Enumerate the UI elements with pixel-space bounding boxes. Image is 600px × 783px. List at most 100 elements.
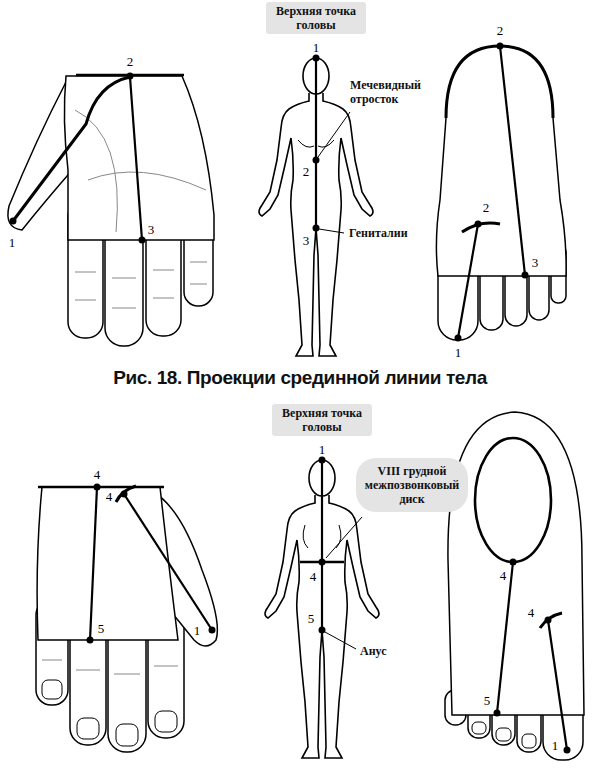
point bbox=[564, 747, 571, 754]
callout-number: 2 bbox=[127, 54, 134, 69]
figure-caption: Рис. 18. Проекции срединной линии тела bbox=[113, 367, 487, 389]
callout-number: 3 bbox=[532, 255, 539, 270]
label-box: Верхняя точка головы bbox=[266, 2, 366, 34]
nail bbox=[496, 728, 511, 741]
projection-line bbox=[458, 224, 478, 338]
nail bbox=[472, 722, 486, 734]
points bbox=[313, 55, 320, 232]
point bbox=[319, 457, 326, 464]
point bbox=[313, 55, 320, 62]
nails bbox=[472, 722, 536, 748]
median-projection bbox=[475, 438, 567, 750]
callout-number: 1 bbox=[194, 623, 201, 638]
projection-line bbox=[315, 58, 317, 228]
projection-line bbox=[321, 460, 323, 630]
callout-number: 1 bbox=[9, 235, 16, 250]
nail bbox=[42, 680, 62, 699]
median-projection bbox=[316, 58, 350, 233]
callout-number: 3 bbox=[303, 233, 310, 248]
point bbox=[313, 157, 320, 164]
points bbox=[10, 73, 146, 244]
skin-creases bbox=[75, 110, 207, 308]
points bbox=[87, 484, 216, 644]
median-projection bbox=[38, 486, 212, 640]
box-text: Верхняя точка головы bbox=[278, 406, 366, 434]
foot-top bbox=[445, 412, 584, 760]
point bbox=[313, 225, 320, 232]
anatomical-label: Гениталии bbox=[349, 226, 408, 240]
callout-number: 5 bbox=[98, 621, 105, 636]
callout-number: 4 bbox=[528, 605, 535, 620]
nails bbox=[42, 660, 178, 746]
label-box: Верхняя точка головы bbox=[272, 404, 372, 436]
callout-number: 4 bbox=[106, 489, 113, 504]
median-projection bbox=[13, 75, 184, 240]
leader-line bbox=[318, 112, 350, 157]
leader-line bbox=[325, 632, 356, 649]
projection-line bbox=[497, 562, 513, 713]
nail bbox=[522, 734, 536, 748]
body-half bbox=[265, 495, 322, 758]
body-half bbox=[259, 93, 316, 356]
projection-line bbox=[13, 77, 130, 221]
callout-number: 4 bbox=[94, 467, 101, 482]
box-text: VIII грудной межпозвонковый диск bbox=[364, 464, 460, 506]
point bbox=[497, 43, 504, 50]
callout-number: 4 bbox=[500, 568, 507, 583]
callout-number: 2 bbox=[497, 23, 504, 38]
point bbox=[522, 272, 529, 279]
heel-arc bbox=[446, 46, 553, 118]
back-hand bbox=[36, 487, 217, 752]
palm-crease bbox=[88, 172, 206, 190]
median-projection bbox=[300, 460, 362, 649]
callout-cloud: VIII грудной межпозвонковый диск bbox=[356, 458, 468, 512]
thumb-arc bbox=[116, 486, 136, 502]
ankle-oval bbox=[475, 438, 551, 562]
palm bbox=[64, 76, 214, 240]
point bbox=[127, 73, 134, 80]
point bbox=[121, 491, 128, 498]
points bbox=[319, 457, 326, 634]
callout-number: 4 bbox=[310, 569, 317, 584]
point bbox=[510, 559, 517, 566]
point bbox=[94, 484, 101, 491]
finger-crease bbox=[75, 262, 207, 308]
points bbox=[455, 43, 529, 342]
leader-line bbox=[319, 229, 344, 233]
point bbox=[209, 627, 216, 634]
box-text: Верхняя точка головы bbox=[272, 4, 360, 32]
callout-number: 5 bbox=[484, 693, 491, 708]
knuckle-crease bbox=[42, 660, 178, 674]
hand-back bbox=[37, 487, 178, 640]
leader-line bbox=[326, 517, 362, 558]
foot-dorsum bbox=[448, 412, 584, 715]
projection-line bbox=[124, 494, 212, 630]
wrist-line bbox=[38, 486, 164, 489]
callout-number: 1 bbox=[552, 738, 559, 753]
callout-number: 5 bbox=[308, 611, 315, 626]
body-half bbox=[316, 93, 373, 356]
point bbox=[319, 627, 326, 634]
nail bbox=[155, 711, 177, 732]
callout-number: 2 bbox=[303, 164, 310, 179]
callout-number: 2 bbox=[483, 200, 490, 215]
anatomical-label: Мечевидный отросток bbox=[350, 78, 434, 106]
projection-line bbox=[130, 77, 142, 240]
callout-number: 1 bbox=[313, 40, 320, 55]
point bbox=[455, 335, 462, 342]
foot-sole bbox=[436, 46, 566, 340]
median-projection bbox=[446, 46, 553, 338]
callout-number: 1 bbox=[319, 442, 326, 457]
sole bbox=[436, 46, 566, 276]
toe-arc bbox=[540, 613, 562, 628]
palm-hand bbox=[8, 76, 214, 346]
point bbox=[545, 617, 552, 624]
callout-number: 3 bbox=[148, 222, 155, 237]
nail bbox=[116, 724, 138, 746]
point bbox=[475, 221, 482, 228]
point bbox=[494, 710, 501, 717]
projection-line bbox=[90, 487, 97, 640]
body-half bbox=[322, 495, 379, 758]
point bbox=[10, 218, 17, 225]
